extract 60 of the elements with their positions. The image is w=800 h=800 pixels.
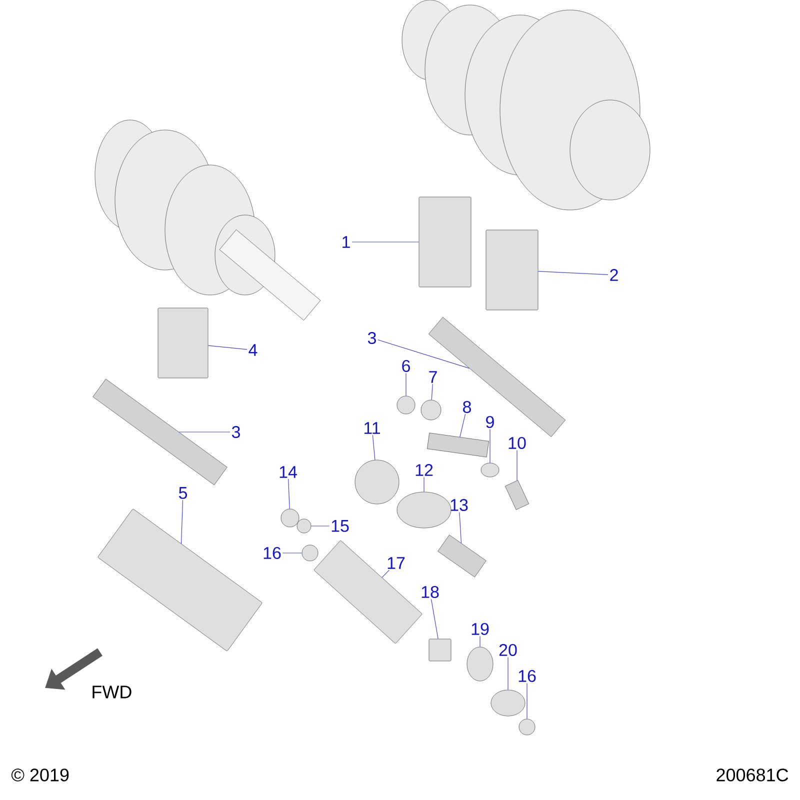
leader-line [282,552,302,554]
leader-line [459,512,462,544]
callout-number: 14 [280,466,297,478]
leader-line [208,345,248,350]
bolt [504,480,530,510]
shift-shaft [314,540,422,644]
callout-number: 11 [364,422,380,434]
callout-number: 18 [422,586,439,598]
star-plate [354,460,400,504]
callout-number: 7 [429,371,437,383]
shift-drum [98,508,262,652]
callout-number: 10 [508,436,526,450]
callout-number: 19 [472,622,489,636]
lever-arm [426,432,490,458]
callout-number: 20 [499,644,517,656]
callout-number: 4 [248,344,258,356]
callout-number: 2 [610,269,618,281]
leader-line [180,500,184,544]
plug [296,518,312,534]
callout-number: 16 [264,546,281,560]
callout-number: 3 [232,426,240,438]
callout-number: 3 [368,332,376,344]
shift-rod [92,378,228,486]
copyright-text: © 2019 [11,768,69,782]
callout-number: 1 [342,236,350,248]
bearing [396,396,416,414]
bushing [428,638,452,662]
washer [490,690,526,716]
leader-line [378,340,470,369]
spring [280,508,300,528]
callout-number: 13 [450,498,468,512]
leader-line [382,570,390,578]
callout-number: 9 [486,416,494,428]
callout-number: 16 [518,670,536,682]
callout-number: 15 [332,520,349,532]
drawing-number: 200681C [716,768,788,782]
leader-line [460,414,466,438]
callout-number: 5 [178,487,187,499]
callout-number: 12 [416,464,433,476]
leader-line [526,682,528,720]
clip [302,544,318,562]
callout-number: 8 [463,400,471,414]
leader-line [538,270,608,275]
callout-number: 17 [388,557,405,569]
leader-line [372,434,376,460]
pin [438,534,486,578]
shift-fork [418,196,472,288]
washer [480,462,500,478]
clip [518,718,536,736]
spring [466,646,494,682]
shift-fork [158,308,208,378]
leader-line [516,450,518,481]
callout-number: 6 [402,360,410,372]
shift-fork [486,230,538,310]
leader-line [430,598,438,640]
leader-line [288,478,290,510]
spring [420,400,442,420]
leader-line [431,384,433,400]
disc [396,492,452,528]
direction-label: FWD [92,686,132,698]
